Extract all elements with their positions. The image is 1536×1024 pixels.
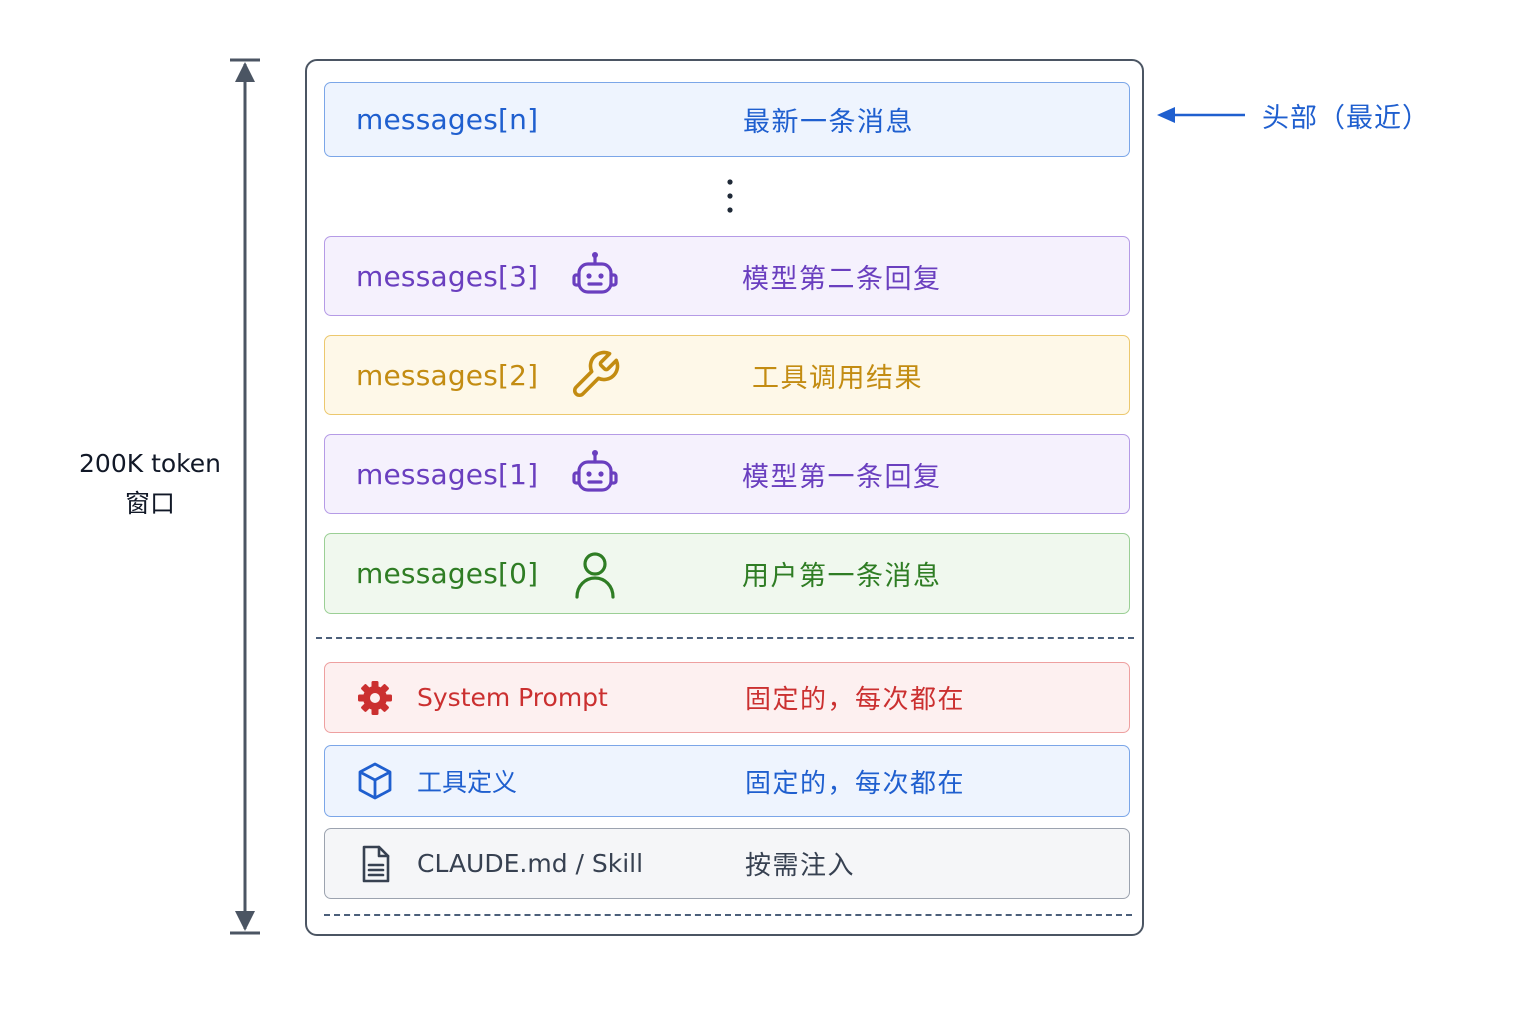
head-arrow-icon bbox=[1157, 107, 1245, 123]
system-prompt-label: System Prompt bbox=[417, 683, 608, 712]
tool-definitions-label: 工具定义 bbox=[417, 768, 518, 797]
window-size-text: 200K token bbox=[79, 449, 221, 478]
message-row-n: messages[n] 最新一条消息 bbox=[324, 82, 1130, 157]
separator-dashed bbox=[316, 637, 1134, 639]
message-label: messages[0] bbox=[356, 557, 539, 590]
message-row-2: messages[2] 工具调用结果 bbox=[324, 335, 1130, 415]
gear-icon bbox=[353, 676, 397, 720]
head-label: 头部（最近） bbox=[1262, 103, 1430, 134]
message-label: messages[3] bbox=[356, 259, 539, 293]
message-label: messages[1] bbox=[356, 457, 539, 491]
window-text: 窗口 bbox=[124, 489, 175, 518]
message-desc: 工具调用结果 bbox=[752, 362, 923, 394]
claude-md-label: CLAUDE.md / Skill bbox=[417, 849, 644, 878]
message-desc: 用户第一条消息 bbox=[742, 561, 942, 592]
tool-definitions-row: 工具定义 固定的，每次都在 bbox=[324, 745, 1130, 817]
robot-icon bbox=[567, 446, 623, 502]
tool-definitions-desc: 固定的，每次都在 bbox=[745, 768, 966, 799]
bottom-dashed-line bbox=[324, 914, 1132, 916]
cube-icon bbox=[353, 759, 397, 803]
claude-md-row: CLAUDE.md / Skill 按需注入 bbox=[324, 828, 1130, 899]
message-label: messages[n] bbox=[356, 103, 539, 136]
window-size-arrow bbox=[230, 58, 260, 935]
message-desc: 最新一条消息 bbox=[743, 107, 914, 138]
message-label: messages[2] bbox=[356, 358, 539, 392]
system-prompt-desc: 固定的，每次都在 bbox=[745, 685, 966, 715]
message-row-0: messages[0] 用户第一条消息 bbox=[324, 533, 1130, 614]
user-icon bbox=[567, 546, 623, 602]
wrench-icon bbox=[567, 347, 623, 403]
window-size-label: 200K token 窗口 bbox=[60, 444, 240, 524]
message-desc: 模型第二条回复 bbox=[742, 263, 942, 295]
claude-md-desc: 按需注入 bbox=[745, 851, 856, 881]
robot-icon bbox=[567, 248, 623, 304]
system-prompt-row: System Prompt 固定的，每次都在 bbox=[324, 662, 1130, 733]
message-desc: 模型第一条回复 bbox=[742, 461, 942, 493]
message-row-1: messages[1] 模型第一条回复 bbox=[324, 434, 1130, 514]
document-icon bbox=[353, 842, 397, 886]
ellipsis-icon bbox=[727, 179, 733, 213]
message-row-3: messages[3] 模型第二条回复 bbox=[324, 236, 1130, 316]
